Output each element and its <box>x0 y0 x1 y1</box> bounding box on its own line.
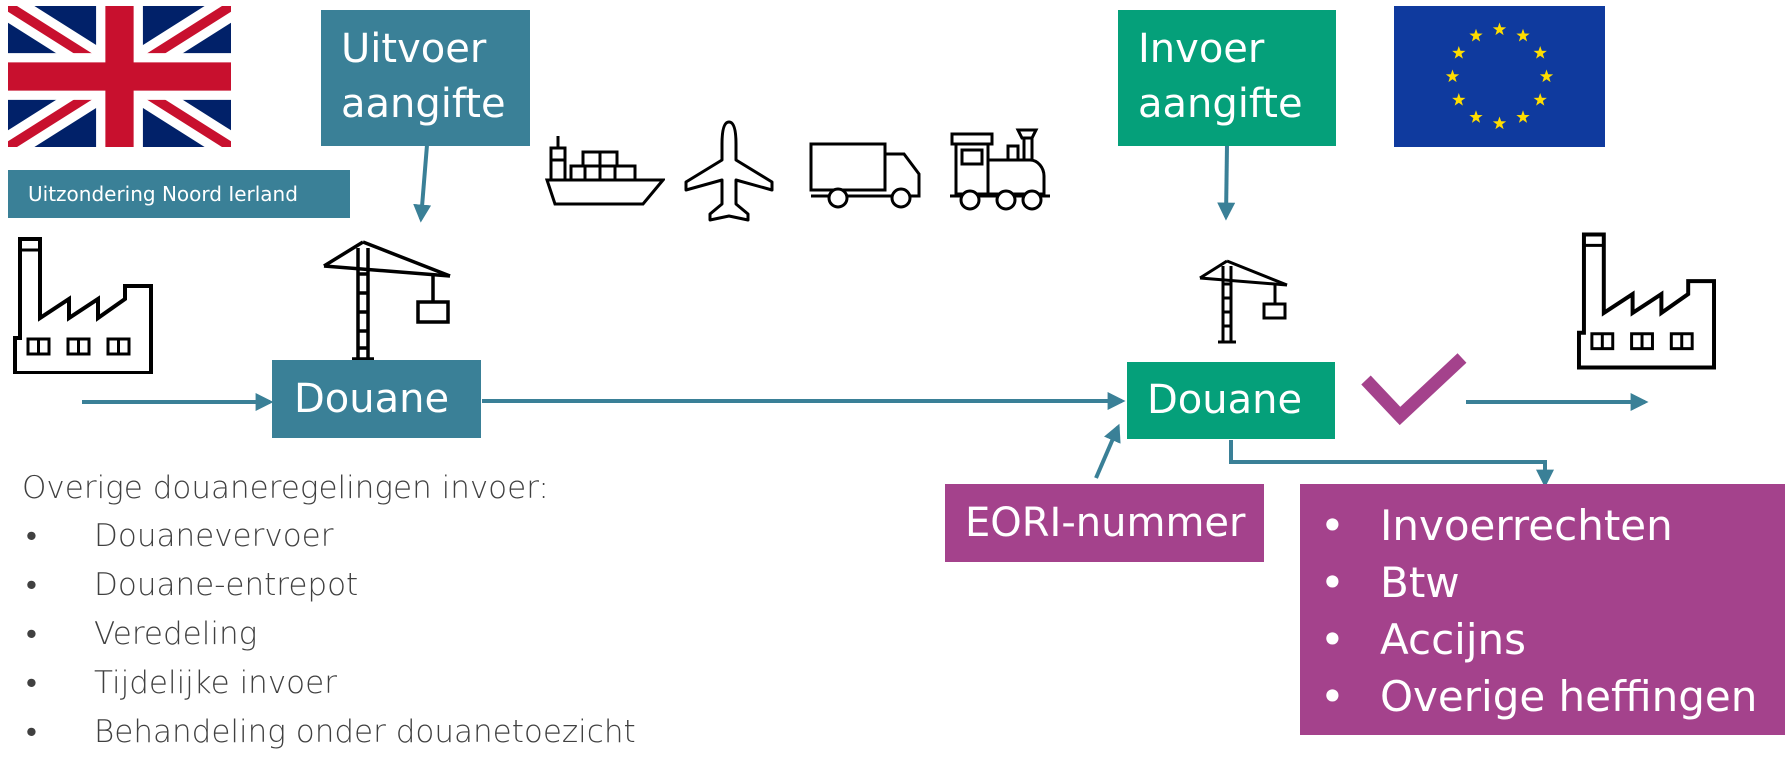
truck-icon <box>809 142 921 209</box>
arrow-export-decl <box>413 144 432 223</box>
arrow-import-decl <box>1217 144 1236 221</box>
export-declaration-line-1: Uitvoer <box>341 26 487 72</box>
eu-star <box>1492 22 1507 36</box>
duty-item: Invoerrechten <box>1300 497 1785 554</box>
export-declaration-line-2: aangifte <box>341 81 506 127</box>
eu-star <box>1516 28 1530 42</box>
regime-item: Douanevervoer <box>22 512 636 561</box>
regime-item: Behandeling onder douanetoezicht <box>22 708 636 757</box>
eu-star <box>1533 93 1547 106</box>
duties-box: Invoerrechten Btw Accijns Overige heffin… <box>1300 484 1785 735</box>
airplane-icon <box>684 120 774 222</box>
customs-import-box: Douane <box>1127 362 1335 439</box>
exception-northern-ireland-label: Uitzondering Noord Ierland <box>8 170 350 218</box>
eu-star <box>1452 46 1466 59</box>
eu-star <box>1469 110 1483 123</box>
ship-icon <box>545 136 665 206</box>
duty-item: Overige heffingen <box>1300 668 1785 725</box>
eu-star <box>1539 69 1554 83</box>
export-declaration-box: Uitvoer aangifte <box>321 10 530 146</box>
import-declaration-box: Invoer aangifte <box>1118 10 1336 146</box>
regime-item: Tijdelijke invoer <box>22 659 636 708</box>
import-declaration-line-2: aangifte <box>1138 81 1303 127</box>
eu-star <box>1492 116 1507 130</box>
eu-star <box>1445 69 1460 83</box>
flow-arrows <box>82 144 1649 488</box>
eu-star <box>1516 110 1530 123</box>
checkmark-icon <box>1361 353 1467 426</box>
customs-export-box: Douane <box>272 360 481 438</box>
eu-star <box>1452 93 1466 106</box>
arrow-eori <box>1094 423 1121 479</box>
train-icon <box>950 128 1050 211</box>
regime-item: Douane-entrepot <box>22 561 636 610</box>
import-declaration-line-1: Invoer <box>1138 26 1265 72</box>
eori-number-box: EORI-nummer <box>945 484 1264 562</box>
union-jack-flag-icon <box>8 6 231 147</box>
crane-icon <box>323 240 451 360</box>
eu-star <box>1469 28 1483 42</box>
factory-icon <box>13 237 153 374</box>
regime-item: Veredeling <box>22 610 636 659</box>
other-regimes-list: Overige douaneregelingen invoer: Douanev… <box>22 470 636 757</box>
eu-star <box>1533 46 1547 59</box>
duty-item: Btw <box>1300 554 1785 611</box>
eu-flag-icon <box>1394 6 1605 147</box>
factory-icon-right <box>1576 232 1716 370</box>
arrow-duties <box>1229 440 1554 488</box>
other-regimes-title: Overige douaneregelingen invoer: <box>22 470 549 506</box>
crane-icon-small <box>1199 259 1288 344</box>
duty-item: Accijns <box>1300 611 1785 668</box>
